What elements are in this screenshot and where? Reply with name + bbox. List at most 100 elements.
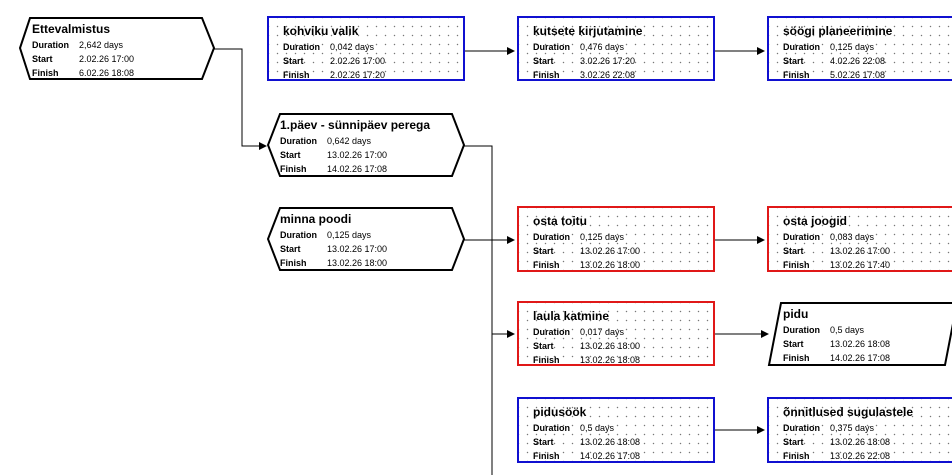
finish-value: 14.02.26 17:08 — [327, 164, 388, 174]
duration-label: Duration — [280, 230, 317, 240]
node-title: kohviku valik — [283, 24, 359, 38]
node-title: 1.päev - sünnipäev perega — [280, 118, 431, 132]
finish-value: 13.02.26 18:00 — [327, 258, 388, 268]
duration-label: Duration — [783, 423, 820, 433]
finish-value: 3.02.26 22:08 — [580, 70, 636, 80]
start-label: Start — [783, 339, 804, 349]
duration-value: 0,125 days — [327, 230, 372, 240]
duration-value: 0,125 days — [580, 232, 625, 242]
start-value: 13.02.26 18:08 — [830, 437, 891, 447]
start-label: Start — [533, 341, 554, 351]
duration-value: 0,476 days — [580, 42, 625, 52]
dotted-background — [519, 303, 713, 364]
finish-value: 13.02.26 18:00 — [580, 260, 641, 270]
duration-label: Duration — [283, 42, 320, 52]
duration-value: 0,5 days — [830, 325, 865, 335]
finish-label: Finish — [32, 68, 59, 78]
finish-label: Finish — [783, 70, 810, 80]
dotted-background — [769, 18, 952, 79]
node-title: osta joogid — [783, 214, 847, 228]
start-label: Start — [783, 437, 804, 447]
start-value: 13.02.26 17:00 — [327, 150, 388, 160]
dotted-background — [519, 18, 713, 79]
start-value: 3.02.26 17:20 — [580, 56, 636, 66]
start-value: 2.02.26 17:00 — [330, 56, 386, 66]
node-ettevalmistus[interactable]: Ettevalmistus Duration 2,642 days Start 2.… — [18, 16, 216, 81]
start-value: 13.02.26 18:00 — [580, 341, 641, 351]
dotted-background — [769, 399, 952, 461]
duration-value: 0,042 days — [330, 42, 375, 52]
connector-minna-to-laula — [491, 240, 515, 338]
start-label: Start — [283, 56, 304, 66]
start-label: Start — [280, 244, 301, 254]
duration-value: 0,375 days — [830, 423, 875, 433]
start-label: Start — [783, 246, 804, 256]
start-label: Start — [280, 150, 301, 160]
duration-label: Duration — [783, 42, 820, 52]
node-title: õnnitlused sugulastele — [783, 405, 914, 419]
node-title: pidu — [783, 307, 809, 321]
finish-label: Finish — [783, 451, 810, 461]
start-value: 4.02.26 22:08 — [830, 56, 886, 66]
node-kutsete-kirjutamine[interactable]: kutsete kirjutamine Duration 0,476 days S… — [517, 16, 715, 81]
start-value: 13.02.26 17:00 — [580, 246, 641, 256]
duration-label: Duration — [533, 232, 570, 242]
duration-label: Duration — [783, 325, 820, 335]
finish-label: Finish — [533, 70, 560, 80]
node-osta-joogid[interactable]: osta joogid Duration 0,083 days Start 13.0… — [767, 206, 952, 272]
finish-value: 13.02.26 17:40 — [830, 260, 891, 270]
summary-hexagon-shape — [266, 113, 466, 177]
duration-label: Duration — [533, 42, 570, 52]
node-pidusook[interactable]: pidusöök Duration 0,5 days Start 13.02.26 … — [517, 397, 715, 463]
node-title: osta toitu — [533, 214, 587, 228]
start-value: 2.02.26 17:00 — [79, 54, 135, 64]
dotted-background — [519, 208, 713, 270]
duration-value: 0,017 days — [580, 327, 625, 337]
start-label: Start — [533, 437, 554, 447]
summary-hexagon-shape — [266, 207, 466, 271]
dotted-background — [769, 208, 952, 270]
node-onnitlused-sugulastele[interactable]: õnnitlused sugulastele Duration 0,375 day… — [767, 397, 952, 463]
start-value: 13.02.26 17:00 — [327, 244, 388, 254]
summary-hexagon-shape — [18, 17, 216, 80]
duration-value: 2,642 days — [79, 40, 124, 50]
node-title: söögi planeerimine — [783, 24, 893, 38]
finish-label: Finish — [783, 353, 810, 363]
finish-label: Finish — [533, 451, 560, 461]
finish-value: 5.02.26 17:08 — [830, 70, 886, 80]
node-title: Ettevalmistus — [32, 22, 111, 36]
connector-ettevalmistus-to-1paev — [214, 48, 267, 150]
duration-label: Duration — [533, 423, 570, 433]
start-label: Start — [32, 54, 53, 64]
start-label: Start — [533, 56, 554, 66]
parallelogram-shape — [767, 302, 952, 366]
start-label: Start — [783, 56, 804, 66]
node-title: pidusöök — [533, 405, 587, 419]
start-value: 13.02.26 18:08 — [580, 437, 641, 447]
finish-label: Finish — [280, 258, 307, 268]
node-soogi-planeerimine[interactable]: söögi planeerimine Duration 0,125 days St… — [767, 16, 952, 81]
duration-value: 0,125 days — [830, 42, 875, 52]
finish-label: Finish — [533, 260, 560, 270]
duration-label: Duration — [783, 232, 820, 242]
finish-value: 6.02.26 18:08 — [79, 68, 135, 78]
dotted-background — [519, 399, 713, 461]
finish-value: 14.02.26 17:08 — [830, 353, 891, 363]
duration-label: Duration — [32, 40, 69, 50]
finish-label: Finish — [533, 355, 560, 365]
finish-value: 2.02.26 17:20 — [330, 70, 386, 80]
node-title: kutsete kirjutamine — [533, 24, 643, 38]
finish-value: 13.02.26 18:08 — [580, 355, 641, 365]
duration-value: 0,083 days — [830, 232, 875, 242]
finish-label: Finish — [283, 70, 310, 80]
finish-value: 14.02.26 17:08 — [580, 451, 641, 461]
duration-value: 0,642 days — [327, 136, 372, 146]
node-kohviku-valik[interactable]: kohviku valik Duration 0,042 days Start 2.… — [267, 16, 465, 81]
duration-value: 0,5 days — [580, 423, 615, 433]
